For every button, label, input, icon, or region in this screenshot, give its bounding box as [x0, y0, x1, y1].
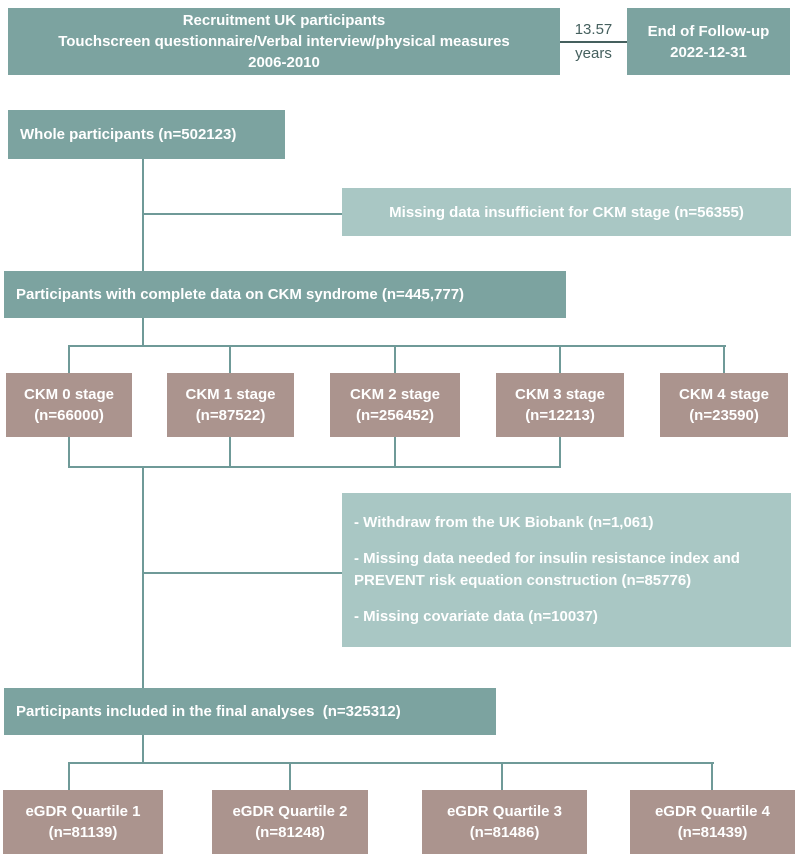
connector-q4-top — [711, 764, 713, 790]
end-of-followup-box: End of Follow-up 2022-12-31 — [627, 8, 790, 75]
egdr-quartile-2-count: (n=81248) — [255, 824, 325, 841]
connector-branch-exclusions — [143, 572, 343, 574]
ckm-stage-2-title: CKM 2 stage — [349, 386, 441, 403]
ckm-stage-0-box: CKM 0 stage (n=66000) — [6, 373, 132, 437]
egdr-quartile-1-box: eGDR Quartile 1 (n=81139) — [3, 790, 163, 854]
whole-participants-box: Whole participants (n=502123) — [8, 110, 285, 159]
ckm-stage-4-title: CKM 4 stage — [678, 386, 770, 403]
end-of-followup-line1: End of Follow-up — [647, 22, 770, 40]
egdr-quartile-3-title: eGDR Quartile 3 — [446, 803, 563, 820]
whole-participants-label: Whole participants (n=502123) — [20, 126, 237, 143]
ckm-stage-1-title: CKM 1 stage — [185, 386, 276, 403]
ckm-stage-1-count: (n=87522) — [195, 407, 266, 424]
ckm-stage-4-box: CKM 4 stage (n=23590) — [660, 373, 788, 437]
connector-ckm0-bottom — [68, 437, 70, 468]
ckm-stage-1-box: CKM 1 stage (n=87522) — [167, 373, 294, 437]
ckm-stage-3-count: (n=12213) — [525, 407, 595, 424]
connector-ckm1-bottom — [229, 437, 231, 468]
connector-ckm1-top — [229, 347, 231, 373]
recruitment-line2: Touchscreen questionnaire/Verbal intervi… — [58, 33, 510, 50]
egdr-quartile-1-count: (n=81139) — [48, 824, 118, 841]
egdr-quartile-4-title: eGDR Quartile 4 — [654, 803, 771, 820]
ckm-stage-3-box: CKM 3 stage (n=12213) — [496, 373, 624, 437]
recruitment-line1: Recruitment UK participants — [182, 12, 386, 29]
connector-spine-3 — [142, 468, 144, 688]
ckm-stage-0-count: (n=66000) — [34, 407, 104, 424]
connector-branch-missing — [143, 213, 343, 215]
followup-duration-value: 13.57 — [574, 21, 613, 38]
exclusion-missing-index: - Missing data needed for insulin resist… — [354, 550, 740, 589]
exclusion-missing-covariate: - Missing covariate data (n=10037) — [354, 608, 598, 625]
connector-ckm3-top — [559, 347, 561, 373]
connector-ckm4-top — [723, 347, 725, 373]
recruitment-line3: 2006-2010 — [248, 54, 320, 71]
connector-spine-1 — [142, 159, 144, 271]
connector-q3-top — [501, 764, 503, 790]
ckm-stage-2-count: (n=256452) — [356, 407, 434, 424]
connector-rail-ckm-bottom — [68, 466, 561, 468]
egdr-quartile-4-count: (n=81439) — [677, 824, 748, 841]
ckm-stage-4-count: (n=23590) — [689, 407, 759, 424]
connector-q2-top — [289, 764, 291, 790]
connector-rail-ckm-top — [68, 345, 726, 347]
followup-duration-unit: years — [575, 45, 612, 62]
exclusion-withdraw: - Withdraw from the UK Biobank (n=1,061) — [354, 514, 654, 531]
end-of-followup-line2: 2022-12-31 — [670, 43, 747, 61]
connector-ckm2-top — [394, 347, 396, 373]
recruitment-box: Recruitment UK participants Touchscreen … — [8, 8, 560, 75]
connector-ckm2-bottom — [394, 437, 396, 468]
egdr-quartile-2-box: eGDR Quartile 2 (n=81248) — [212, 790, 368, 854]
connector-q1-top — [68, 764, 70, 790]
timeline-connector-line — [560, 41, 627, 43]
ckm-stage-2-box: CKM 2 stage (n=256452) — [330, 373, 460, 437]
ckm-stage-0-title: CKM 0 stage — [23, 386, 115, 403]
missing-ckm-box: Missing data insufficient for CKM stage … — [342, 188, 791, 236]
final-analyses-label: Participants included in the final analy… — [16, 703, 401, 720]
complete-data-box: Participants with complete data on CKM s… — [4, 271, 566, 318]
complete-data-label: Participants with complete data on CKM s… — [16, 286, 465, 303]
connector-ckm0-top — [68, 347, 70, 373]
final-analyses-box: Participants included in the final analy… — [4, 688, 496, 735]
egdr-quartile-1-title: eGDR Quartile 1 — [25, 803, 141, 820]
ckm-stage-3-title: CKM 3 stage — [514, 386, 606, 403]
egdr-quartile-2-title: eGDR Quartile 2 — [232, 803, 348, 820]
egdr-quartile-3-count: (n=81486) — [469, 824, 540, 841]
missing-ckm-label: Missing data insufficient for CKM stage … — [389, 203, 744, 221]
egdr-quartile-3-box: eGDR Quartile 3 (n=81486) — [422, 790, 587, 854]
connector-spine-2 — [142, 318, 144, 347]
connector-ckm3-bottom — [559, 437, 561, 468]
exclusions-box: - Withdraw from the UK Biobank (n=1,061)… — [342, 493, 791, 647]
connector-rail-quartiles — [68, 762, 714, 764]
connector-spine-4 — [142, 735, 144, 764]
egdr-quartile-4-box: eGDR Quartile 4 (n=81439) — [630, 790, 795, 854]
